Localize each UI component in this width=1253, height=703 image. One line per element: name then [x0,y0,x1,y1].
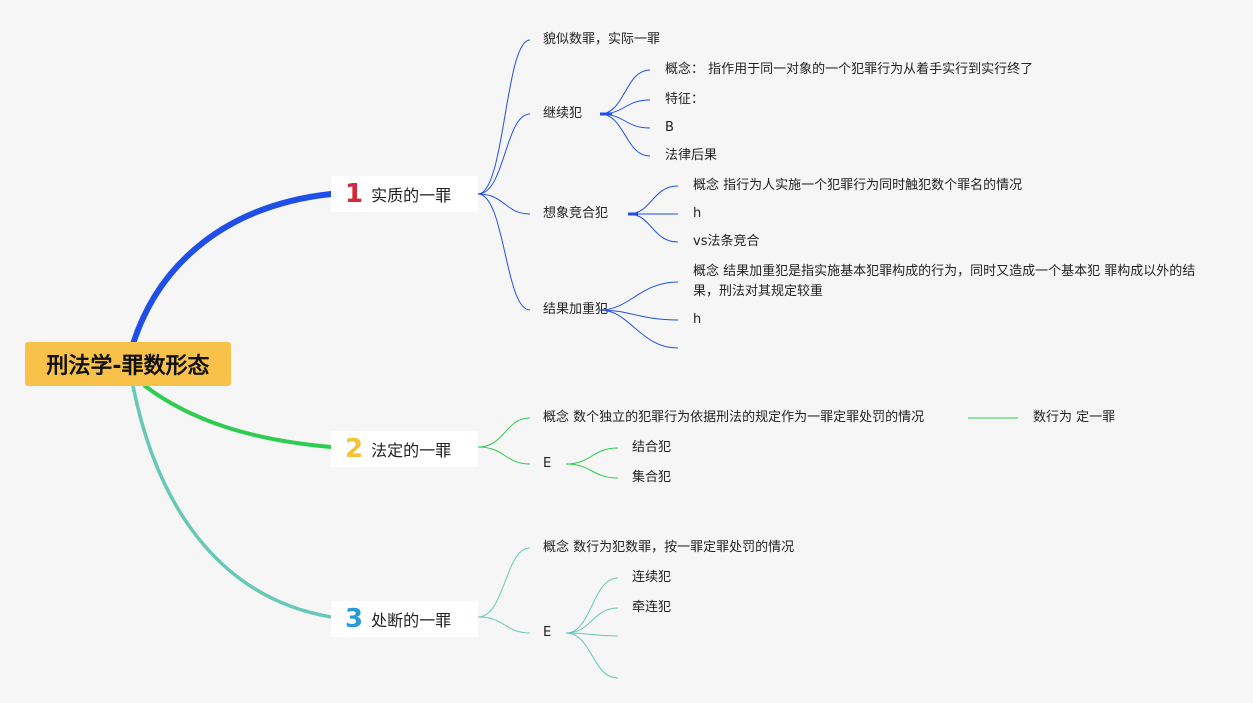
root-topic[interactable]: 刑法学-罪数形态 [25,342,231,386]
branch-1-connector [130,191,334,347]
leaf-topic[interactable]: 结合犯 [632,440,672,455]
leaf-topic[interactable]: 概念 指行为人实施一个犯罪行为同时触犯数个罪名的情况 [693,178,1023,193]
branch-topic-label: 实质的一罪 [371,186,452,205]
subtopic-2-2[interactable]: E [543,456,552,471]
branch-topic-2[interactable]: 2 法定的一罪 [331,431,478,467]
leaf-topic[interactable]: B [665,120,674,135]
leaf-topic[interactable]: 概念 结果加重犯是指实施基本犯罪构成的行为，同时又造成一个基本犯 罪构成以外的结… [693,264,1196,299]
leaf-topic[interactable]: 概念： 指作用于同一对象的一个犯罪行为从着手实行到实行终了 [665,62,1034,77]
branch-topic-3[interactable]: 3 处断的一罪 [331,601,478,637]
branch-topic-1[interactable]: 1 实质的一罪 [331,176,478,212]
leaf-topic[interactable]: 牵连犯 [632,600,672,615]
subtopic-3-1[interactable]: 概念 数行为犯数罪，按一罪定罪处罚的情况 [543,540,795,555]
subtopic-3-2[interactable]: E [543,625,552,640]
branch-topic-label: 处断的一罪 [371,611,452,630]
subtopic-1-3[interactable]: 想象竞合犯 [543,206,609,221]
leaf-topic[interactable]: h [693,312,702,327]
number-3-icon: 3 [345,604,364,634]
leaf-topic[interactable]: h [693,206,702,221]
leaf-topic[interactable]: 法律后果 [665,148,718,163]
leaf-topic[interactable]: 特征： [665,92,705,107]
number-2-icon: 2 [345,434,364,464]
number-1-icon: 1 [345,179,364,209]
leaf-topic[interactable]: 数行为 定一罪 [1033,410,1116,425]
branch-2-subconnectors [477,417,1018,479]
leaf-topic[interactable]: 集合犯 [632,470,672,485]
branch-topic-label: 法定的一罪 [371,441,452,460]
leaf-topic[interactable]: vs法条竞合 [693,234,760,249]
subtopic-1-4[interactable]: 结果加重犯 [543,302,609,317]
subtopic-1-1[interactable]: 貌似数罪，实际一罪 [543,32,661,47]
branch-2-connector [143,384,333,449]
leaf-topic[interactable]: 连续犯 [632,570,672,585]
subtopic-2-1[interactable]: 概念 数个独立的犯罪行为依据刑法的规定作为一罪定罪处罚的情况 [543,410,925,425]
branch-3-subconnectors [477,547,619,679]
subtopic-1-2[interactable]: 继续犯 [543,106,583,121]
branch-3-connector [131,384,333,619]
